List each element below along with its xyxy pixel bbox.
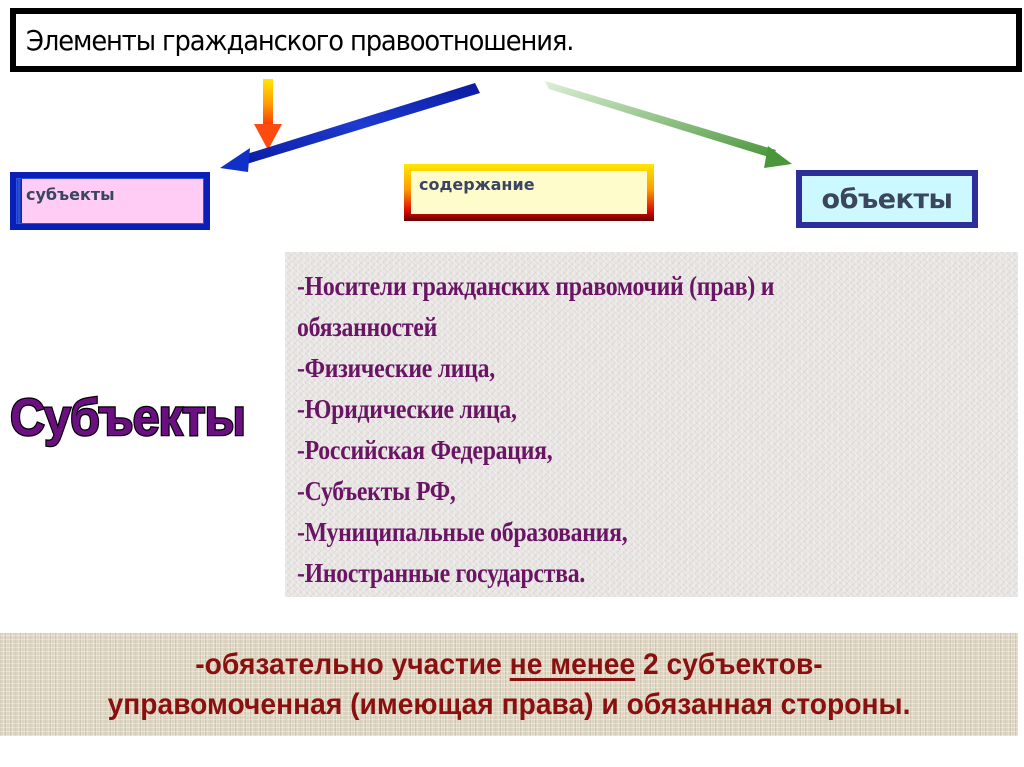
content-box: содержание [404, 164, 654, 221]
list-item: -Физические лица, [297, 353, 495, 383]
content-box-label: содержание [419, 175, 535, 194]
subjects-list-panel: -Носители гражданских правомочий (прав) … [285, 252, 1018, 597]
objects-box: объекты [796, 170, 978, 228]
list-item: -Российская Федерация, [297, 435, 553, 465]
list-item: -Юридические лица, [297, 394, 517, 424]
slide-title: Элементы гражданского правоотношения. [26, 23, 574, 57]
list-item: -Муниципальные образования, [297, 517, 628, 547]
subjects-box: субъекты [10, 172, 210, 230]
requirement-banner: -обязательно участие не менее 2 субъекто… [0, 633, 1018, 736]
banner-text: 2 субъектов- [635, 648, 823, 681]
objects-box-label: объекты [821, 183, 953, 215]
banner-line-2: управомоченная (имеющая права) и обязанн… [107, 688, 911, 721]
subjects-heading: Субъекты [9, 388, 247, 449]
title-box: Элементы гражданского правоотношения. [10, 8, 1022, 72]
list-item: -Иностранные государства. [297, 558, 586, 588]
arrow-to-objects-icon [545, 81, 792, 168]
list-item: -Субъекты РФ, [297, 476, 456, 506]
banner-text: -обязательно участие [195, 648, 510, 681]
banner-underlined-text: не менее [509, 648, 636, 681]
list-item: обязанностей [297, 312, 438, 342]
banner-line-1: -обязательно участие не менее 2 субъекто… [31, 645, 988, 685]
arrow-down-orange-icon [254, 79, 282, 150]
arrow-to-subjects-icon [220, 83, 480, 172]
list-item: -Носители гражданских правомочий (прав) … [297, 271, 775, 301]
subjects-box-label: субъекты [26, 185, 115, 204]
